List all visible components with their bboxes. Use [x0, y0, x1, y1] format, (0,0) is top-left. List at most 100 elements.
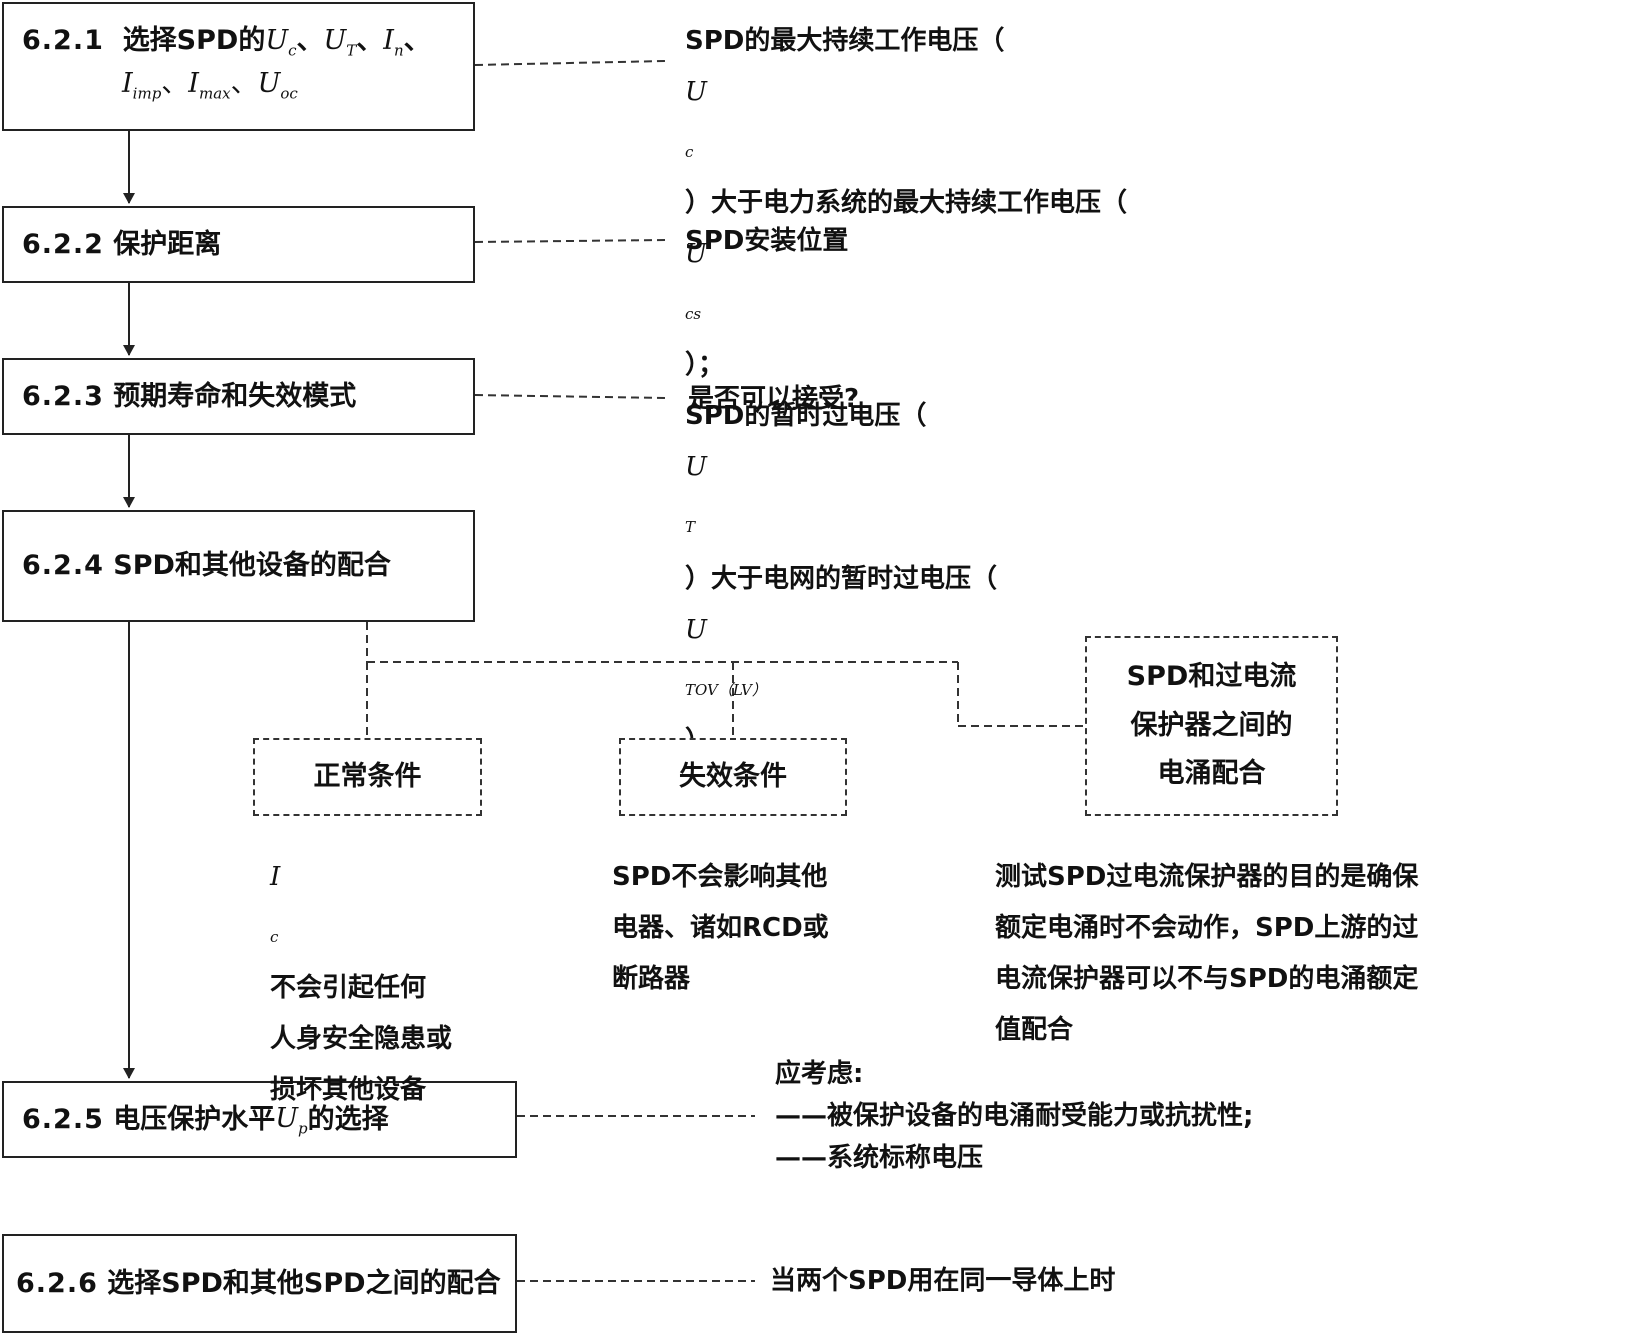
desc-line: 额定电涌时不会动作，SPD上游的过	[995, 913, 1419, 943]
note-text: 当两个SPD用在同一导体上时	[770, 1266, 1116, 1296]
condition-normal-box: 正常条件	[253, 738, 482, 816]
symbol-letter: U	[685, 77, 707, 107]
link-623-note	[474, 394, 666, 399]
note-text: ）大于电力系统的最大持续工作电压（	[685, 188, 1128, 219]
step-6-2-1-box: 6.2.1 选择SPD的Uc、UT、In、 Iimp、Imax、Uoc	[2, 2, 475, 131]
desc-text: 不会引起任何	[270, 973, 427, 1004]
desc-line: 电器、诸如RCD或	[612, 913, 829, 943]
step-6-2-3-box: 6.2.3 预期寿命和失效模式	[2, 358, 475, 435]
note-text: SPD的暂时过电压（	[685, 401, 927, 432]
symbol-iimp: Iimp	[122, 67, 162, 103]
note-text: 是否可以接受?	[688, 384, 860, 414]
symbol-subscript: c	[270, 928, 279, 947]
step-title: 预期寿命和失效模式	[113, 380, 357, 412]
symbol-letter: U	[685, 614, 707, 645]
desc-line: 测试SPD过电流保护器的目的是确保	[995, 862, 1419, 892]
symbol-letter: I	[122, 67, 133, 99]
title-line: 保护器之间的	[1130, 709, 1293, 741]
condition-failure-box: 失效条件	[619, 738, 847, 816]
symbol-letter: U	[685, 239, 707, 270]
step-number: 6.2.6	[16, 1267, 98, 1299]
symbol-up: Up	[275, 1098, 307, 1141]
symbol-subscript: n	[393, 41, 404, 60]
symbol-subscript: oc	[280, 84, 298, 103]
step-number: 6.2.5	[22, 1103, 104, 1135]
note-item: ——系统标称电压	[775, 1143, 984, 1173]
step-title: 保护距离	[113, 228, 222, 260]
symbol-letter: U	[275, 1103, 299, 1135]
title-line: SPD和过电流	[1126, 661, 1297, 693]
step-number: 6.2.3	[22, 380, 104, 412]
note-text: ）大于电网的暂时过电压（	[685, 563, 998, 594]
separator: 、	[403, 25, 431, 56]
symbol-subscript: imp	[132, 84, 162, 103]
desc-line: 值配合	[995, 1015, 1074, 1045]
title-line: 电涌配合	[1157, 758, 1266, 790]
symbol-subscript: cs	[685, 305, 702, 324]
desc-line: SPD不会影响其他	[612, 862, 828, 892]
condition-surge-box: SPD和过电流 保护器之间的 电涌配合	[1085, 636, 1338, 816]
symbol-letter: I	[270, 862, 281, 892]
symbol-subscript: T	[685, 518, 696, 537]
note-6-2-6: 当两个SPD用在同一导体上时	[770, 1256, 1115, 1307]
symbol-in: In	[383, 25, 404, 60]
separator: 、	[161, 67, 189, 99]
separator: 、	[356, 25, 384, 56]
symbol-imax: Imax	[188, 68, 231, 103]
step-6-2-4-box: 6.2.4 SPD和其他设备的配合	[2, 510, 475, 622]
symbol-subscript: max	[198, 84, 231, 103]
note-text: SPD安装位置	[685, 226, 849, 256]
symbol-subscript: T	[346, 41, 357, 60]
condition-failure-desc: SPD不会影响其他 电器、诸如RCD或 断路器	[612, 852, 829, 1005]
note-6-2-3: 是否可以接受?	[688, 374, 859, 425]
symbol-uc: Uc	[265, 25, 297, 60]
desc-line: 电流保护器可以不与SPD的电涌额定	[995, 964, 1419, 994]
symbol-subscript: c	[288, 41, 297, 60]
step-title: 电压保护水平	[113, 1103, 276, 1135]
step-title: SPD和其他设备的配合	[113, 550, 391, 582]
link-622-note	[474, 239, 666, 243]
condition-title: SPD和过电流 保护器之间的 电涌配合	[1127, 653, 1297, 799]
step-title: 选择SPD和其他SPD之间的配合	[107, 1267, 501, 1299]
step-number: 6.2.1	[22, 25, 104, 56]
symbol-letter: I	[383, 25, 394, 56]
condition-title: 失效条件	[679, 760, 787, 792]
note-item: ——被保护设备的电涌耐受能力或抗扰性;	[775, 1101, 1254, 1131]
step-title: 选择SPD的	[122, 25, 266, 56]
note-heading: 应考虑:	[775, 1059, 864, 1089]
link-621-note	[474, 60, 666, 66]
symbol-letter: U	[257, 67, 281, 99]
condition-title: 正常条件	[313, 760, 422, 792]
symbol-letter: U	[685, 452, 707, 483]
symbol-letter: U	[265, 25, 289, 56]
symbol-letter: U	[323, 25, 347, 56]
desc-line: 损坏其他设备	[270, 1075, 427, 1106]
step-6-2-6-box: 6.2.6 选择SPD和其他SPD之间的配合	[2, 1234, 517, 1333]
symbol-uoc: Uoc	[257, 67, 298, 103]
step-6-2-2-box: 6.2.2 保护距离	[2, 206, 475, 283]
desc-line: 断路器	[612, 964, 691, 994]
condition-surge-desc: 测试SPD过电流保护器的目的是确保 额定电涌时不会动作，SPD上游的过 电流保护…	[995, 852, 1418, 1056]
note-6-2-5: 应考虑: ——被保护设备的电涌耐受能力或抗扰性; ——系统标称电压	[775, 1053, 1253, 1179]
desc-line: 人身安全隐患或	[270, 1024, 453, 1055]
step-number: 6.2.2	[22, 228, 104, 260]
step-title-line-2: Iimp、Imax、Uoc	[22, 63, 473, 106]
step-number: 6.2.4	[22, 550, 104, 582]
symbol-ut: UT	[323, 25, 357, 60]
step-title-suffix: 的选择	[307, 1103, 389, 1135]
symbol-subscript: c	[685, 143, 694, 162]
symbol-subscript: p	[298, 1119, 308, 1138]
